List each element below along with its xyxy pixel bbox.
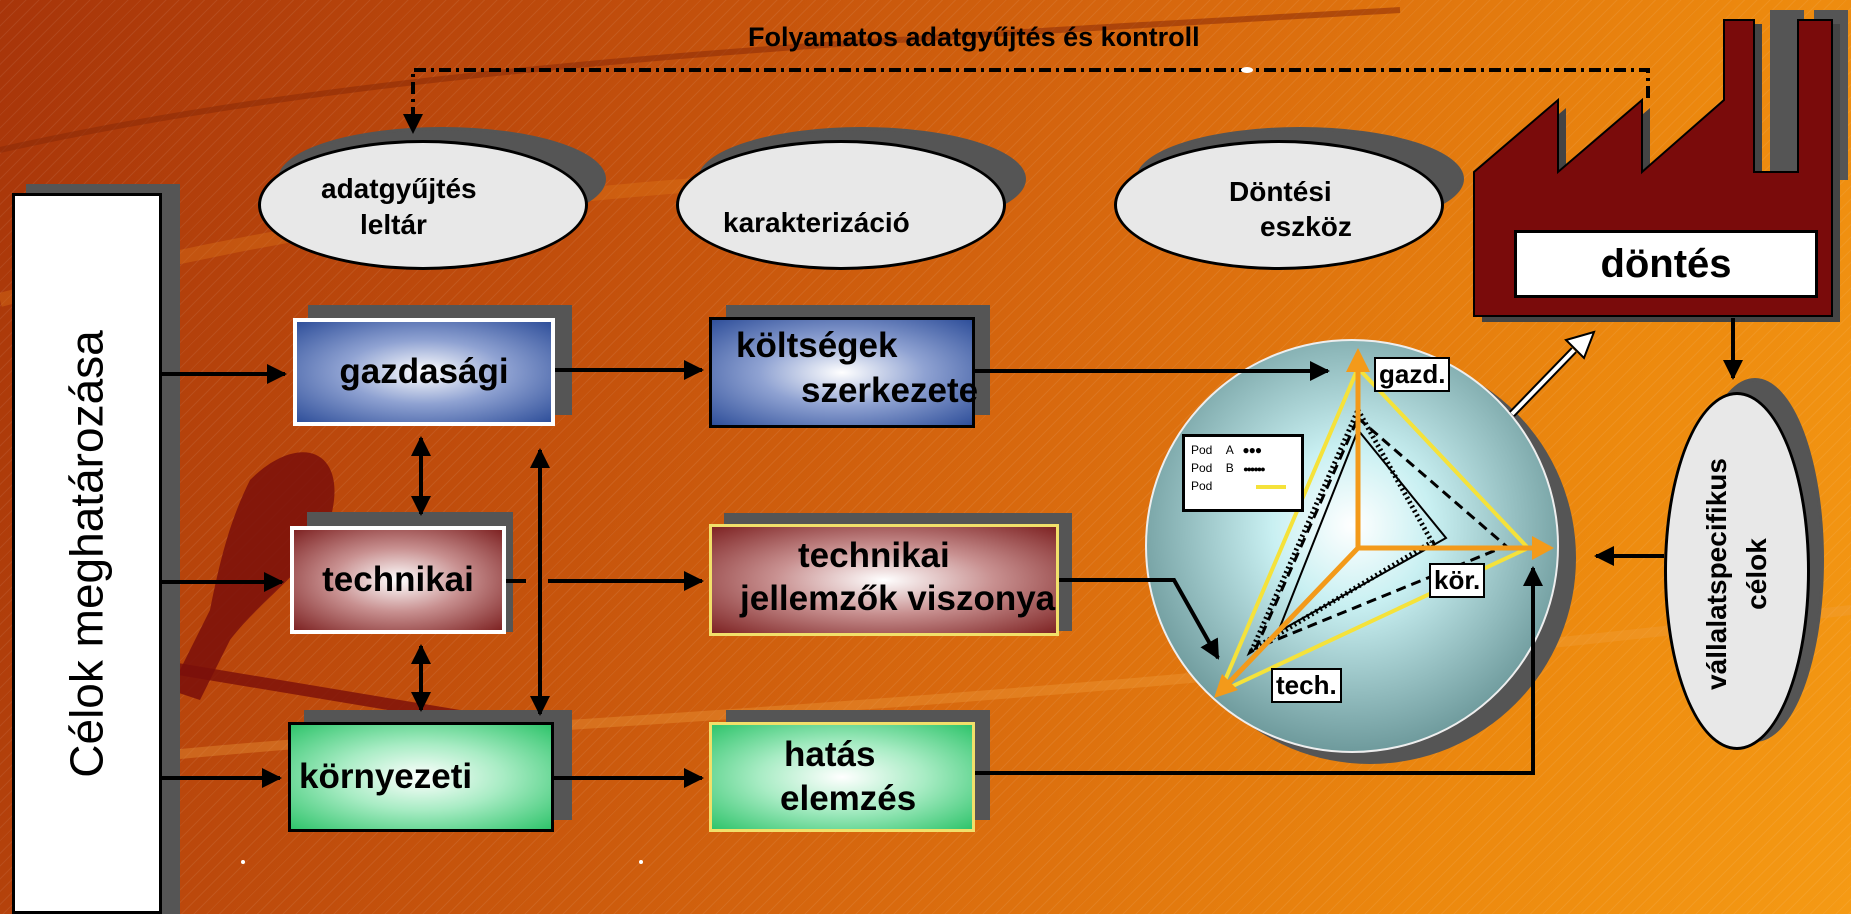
technical-ratio-box: technikai jellemzők viszonya <box>709 524 1059 636</box>
impact-analysis-box: hatás elemzés <box>709 722 975 832</box>
characterization-label: karakterizáció <box>723 207 910 238</box>
radar-axis-environmental: kör. <box>1429 563 1486 598</box>
technical-box: technikai <box>290 526 506 634</box>
technical-ratio-label: technikai <box>798 536 950 575</box>
environmental-label: környezeti <box>299 757 473 796</box>
decision-tool-label-2: eszköz <box>1260 211 1352 242</box>
inventory-label-2: leltár <box>360 209 427 240</box>
radar-legend: Pod A ●●● Pod B ●●●●●● Pod <box>1182 434 1304 512</box>
technical-ratio-label-2: jellemzők viszonya <box>740 579 1056 618</box>
economic-label: gazdasági <box>339 352 509 391</box>
control-loop-title: Folyamatos adatgyűjtés és kontroll <box>748 22 1200 52</box>
radar-axis-technical: tech. <box>1271 668 1342 703</box>
decision-tool-oval: Döntési eszköz <box>1114 140 1444 270</box>
cost-structure-label-2: szerkezete <box>801 371 979 410</box>
decision-label: döntés <box>1600 241 1732 286</box>
inventory-oval: adatgyűjtés leltár <box>258 140 588 270</box>
legend-item: Pod <box>1191 479 1286 493</box>
impact-analysis-label: hatás <box>784 735 876 774</box>
company-goals-oval: vállalatspecifikus célok <box>1664 392 1810 750</box>
legend-item: Pod A ●●● <box>1191 443 1262 457</box>
legend-item: Pod B ●●●●●● <box>1191 461 1266 475</box>
figure-silhouette <box>170 452 335 700</box>
characterization-oval: karakterizáció <box>676 140 1006 270</box>
decision-tool-label: Döntési <box>1229 176 1332 207</box>
goals-definition-panel: Célok meghatározása <box>12 193 162 914</box>
impact-analysis-label-2: elemzés <box>780 779 917 818</box>
inventory-label: adatgyűjtés <box>321 173 477 204</box>
radar-axis-economic: gazd. <box>1374 357 1451 392</box>
cost-structure-box: költségek szerkezete <box>709 317 979 428</box>
environmental-box: környezeti <box>288 722 554 832</box>
technical-label: technikai <box>322 560 474 599</box>
economic-box: gazdasági <box>293 318 555 426</box>
cost-structure-label: költségek <box>736 326 898 365</box>
decision-box: döntés <box>1514 230 1818 298</box>
